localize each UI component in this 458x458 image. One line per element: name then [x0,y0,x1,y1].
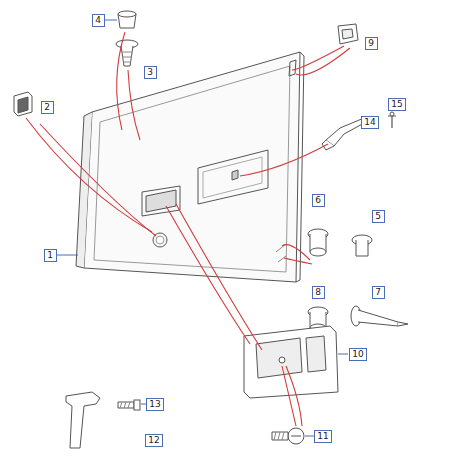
callout-box: 9 [365,37,378,50]
callout-box: 4 [92,14,105,27]
callout-number: 7 [375,288,381,297]
callout-number: 13 [149,400,160,409]
callout-leaders [56,20,348,436]
callout-box: 8 [312,286,325,299]
callout-number: 2 [44,103,50,112]
parts [14,11,408,448]
leader-lines [26,32,350,426]
callout-number: 11 [317,432,328,441]
callout-box: 3 [144,66,157,79]
callout-number: 6 [315,196,321,205]
callout-number: 14 [364,118,375,127]
callout-box: 5 [372,210,385,223]
callout-number: 12 [148,436,159,445]
callout-box: 10 [349,348,367,361]
callout-box: 2 [41,101,54,114]
callout-number: 8 [315,288,321,297]
callout-number: 4 [95,16,101,25]
callout-number: 5 [375,212,381,221]
callout-box: 7 [372,286,385,299]
callout-number: 3 [147,68,153,77]
callout-box: 13 [146,398,164,411]
callout-box: 12 [145,434,163,447]
callout-box: 14 [361,116,379,129]
callout-box: 15 [388,98,406,111]
callout-number: 1 [47,251,53,260]
callout-number: 9 [368,39,374,48]
callout-box: 1 [44,249,57,262]
callout-box: 6 [312,194,325,207]
callout-number: 15 [391,100,402,109]
callout-box: 11 [314,430,332,443]
callout-number: 10 [352,350,363,359]
